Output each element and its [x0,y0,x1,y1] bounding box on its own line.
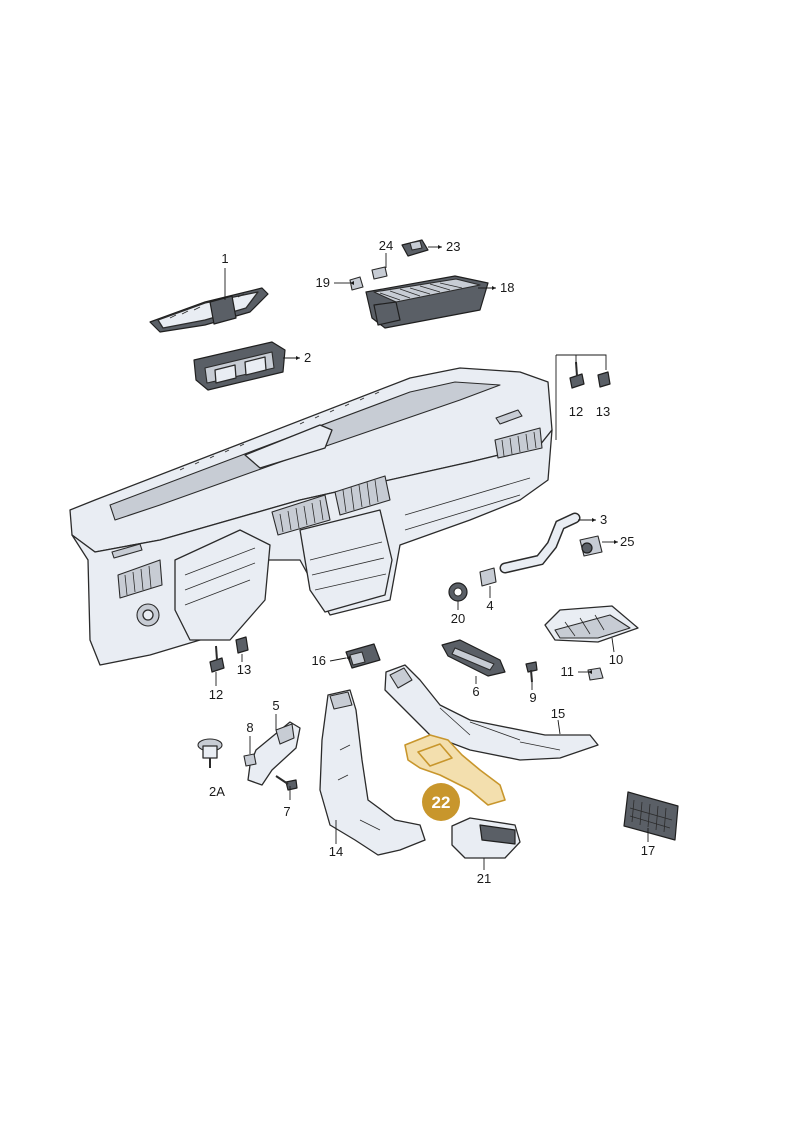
callout-24: 24 [379,238,393,253]
part-12-bolt-lower[interactable] [209,645,225,673]
callout-16: 16 [312,653,326,668]
part-14-vertical-duct[interactable] [319,689,426,856]
leader-arrows [296,245,618,674]
callout-7: 7 [283,804,290,819]
callout-6: 6 [472,684,479,699]
callout-25: 25 [620,534,634,549]
callout-18: 18 [500,280,514,295]
part-22-highlighted-duct[interactable] [404,734,506,806]
callout-13-lower: 13 [237,662,251,677]
part-17-grille[interactable] [623,791,679,841]
callout-19: 19 [316,275,330,290]
highlight-badge-22[interactable]: 22 [422,783,460,821]
part-3-hose[interactable] [499,512,581,574]
part-13-nut-upper[interactable] [597,371,611,388]
callout-17: 17 [641,843,655,858]
callout-20: 20 [451,611,465,626]
callout-14: 14 [329,844,343,859]
part-18-speaker-grille[interactable] [365,275,489,329]
callout-23: 23 [446,239,460,254]
part-1-defrost-vent[interactable] [149,287,269,333]
callout-13-upper: 13 [596,404,610,419]
callout-8: 8 [246,720,253,735]
callout-1: 1 [221,251,228,266]
callout-12-upper: 12 [569,404,583,419]
part-9-screw[interactable] [525,661,538,683]
part-16-switch[interactable] [345,643,381,669]
part-19-clip[interactable] [349,276,364,291]
part-7-screw[interactable] [275,775,298,791]
callout-3: 3 [600,512,607,527]
part-4-grommet[interactable] [479,567,497,587]
badge-label: 22 [432,793,451,812]
callout-2A: 2A [209,784,225,799]
badge-circle [422,783,460,821]
callout-labels: 1 2 3 4 5 6 7 8 9 10 11 12 12 13 13 14 1… [209,238,655,886]
part-13-nut-lower[interactable] [235,636,249,654]
part-11-clip[interactable] [587,667,604,681]
part-6-bracket[interactable] [441,639,506,677]
callout-21: 21 [477,871,491,886]
part-25-connector[interactable] [579,535,603,557]
part-2-air-duct[interactable] [193,341,286,391]
part-10-tray[interactable] [544,605,639,643]
callout-12-lower: 12 [209,687,223,702]
callout-10: 10 [609,652,623,667]
part-2A-rivet[interactable] [197,738,223,768]
callout-2: 2 [304,350,311,365]
part-20-ring[interactable] [448,582,468,602]
part-23-sensor[interactable] [401,239,429,257]
callout-15: 15 [551,706,565,721]
part-12-bolt-upper[interactable] [569,361,585,389]
callout-9: 9 [529,690,536,705]
part-5-bracket[interactable] [247,721,301,786]
part-24-clip[interactable] [371,266,388,280]
part-8-nut[interactable] [243,753,257,767]
leader-lines [215,246,649,870]
callout-5: 5 [272,698,279,713]
part-15-long-duct[interactable] [384,664,599,761]
dashboard-panel[interactable] [69,367,553,666]
part-21-duct-end[interactable] [451,817,521,859]
callout-4: 4 [486,598,493,613]
callout-11: 11 [561,664,575,679]
